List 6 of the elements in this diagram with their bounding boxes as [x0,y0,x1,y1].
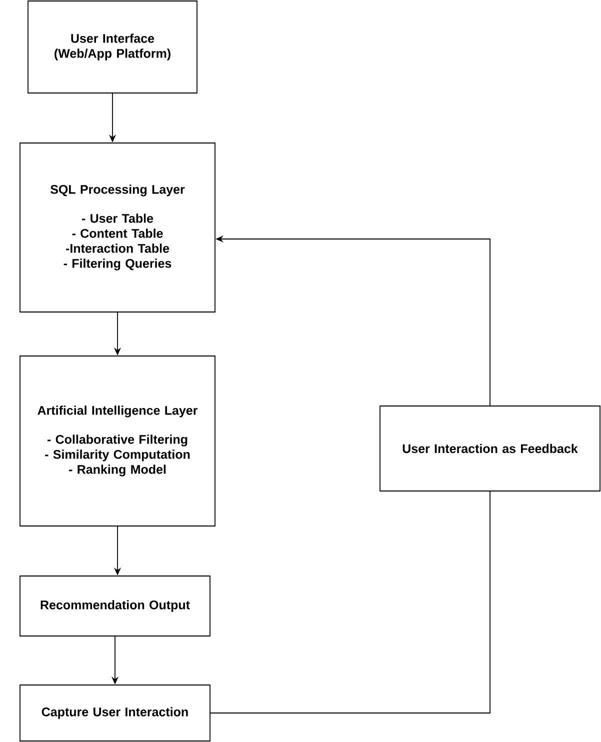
layer-box: SQL Processing Layer - User Table - Content Table -Interaction Table - Filtering Queries [20,142,216,312]
process-box: User Interaction as Feedback [380,406,600,492]
process-box: Recommendation Output [20,576,210,636]
layer-box: Artificial Intelligence Layer - Collaborative Filtering - Similarity Computation - Ranking Model [20,356,216,526]
process-box: Capture User Interaction [20,684,210,742]
process-box: User Interface (Web/App Platform) [28,0,198,94]
